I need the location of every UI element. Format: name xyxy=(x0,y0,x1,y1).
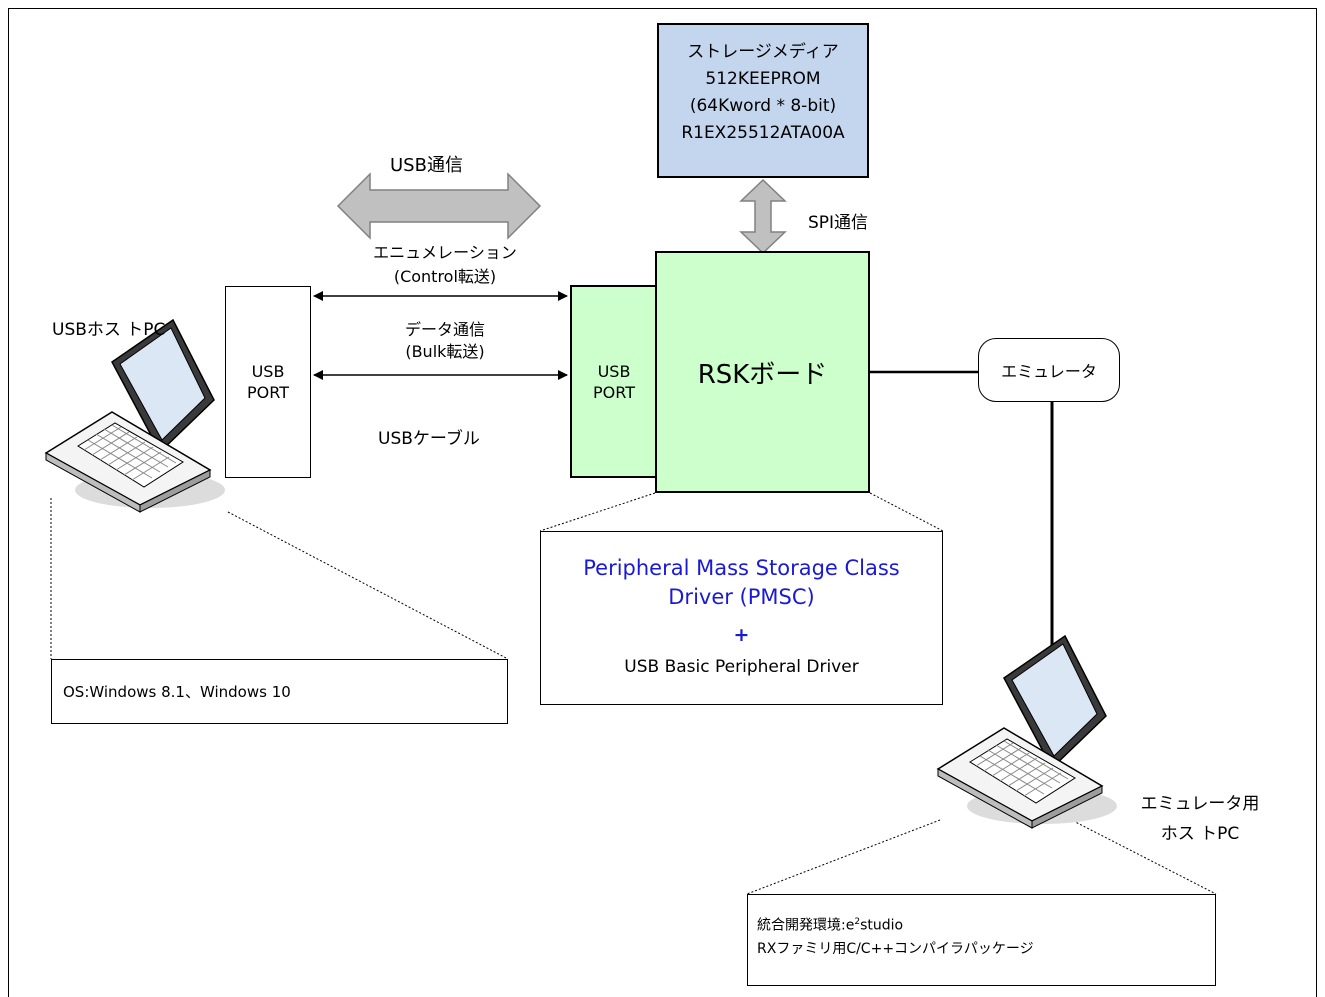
laptop-icon xyxy=(44,318,225,513)
usb-host-pc-label: USBホス トPC xyxy=(52,320,166,340)
ide-compiler-line: RXファミリ用C/C++コンパイラパッケージ xyxy=(757,940,1034,957)
spi-comm-arrow xyxy=(739,178,787,255)
emulator-host-pc-line2: ホス トPC xyxy=(1160,824,1240,844)
storage-organization: (64Kword * 8-bit) xyxy=(689,96,837,116)
usb-comm-label: USB通信 xyxy=(390,155,463,176)
callout-line xyxy=(746,819,941,895)
storage-capacity: 512KEEPROM xyxy=(705,69,821,89)
data-comm-label: データ通信 (Bulk転送) xyxy=(370,319,520,363)
device-usb-port: USB PORT xyxy=(570,285,658,478)
os-info-text: OS:Windows 8.1、Windows 10 xyxy=(63,683,291,701)
enumeration-label: エニュメレーション (Control転送) xyxy=(360,241,530,289)
usb-comm-arrow xyxy=(336,172,542,240)
rsk-board-label: RSKボード xyxy=(697,359,828,390)
callout-line xyxy=(227,511,509,660)
usb-cable-label: USBケーブル xyxy=(378,429,480,449)
storage-part-number: R1EX25512ATA00A xyxy=(681,123,845,143)
ide-info-box: 統合開発環境:e2studio RXファミリ用C/C++コンパイラパッケージ xyxy=(747,894,1216,986)
os-info-box: OS:Windows 8.1、Windows 10 xyxy=(51,659,508,724)
ide-env-line: 統合開発環境:e2studio xyxy=(757,911,1215,938)
host-usb-port-line2: PORT xyxy=(247,383,289,402)
spi-comm-label: SPI通信 xyxy=(808,213,869,233)
emulator-box: エミュレータ xyxy=(978,338,1120,402)
storage-title: ストレージメディア xyxy=(687,42,839,62)
callout-line xyxy=(1047,807,1217,895)
pmsc-line1: Peripheral Mass Storage Class xyxy=(583,556,900,580)
device-usb-port-line1: USB xyxy=(597,361,631,381)
pmsc-driver-box: Peripheral Mass Storage Class Driver (PM… xyxy=(540,531,943,705)
enumeration-transfer: (Control転送) xyxy=(393,267,497,286)
emulator-host-pc-line1: エミュレータ用 xyxy=(1140,794,1260,814)
pmsc-plus: + xyxy=(733,624,750,646)
data-comm-transfer: (Bulk転送) xyxy=(405,342,485,361)
data-comm-title: データ通信 xyxy=(404,320,485,339)
ide-env-suffix: studio xyxy=(860,917,904,934)
laptop-icon xyxy=(936,634,1117,829)
host-usb-port-line1: USB xyxy=(251,362,285,381)
emulator-label: エミュレータ xyxy=(1001,362,1097,381)
callout-line xyxy=(539,492,656,532)
rsk-board: RSKボード xyxy=(655,251,870,493)
host-usb-port: USB PORT xyxy=(225,286,311,478)
ide-env-prefix: 統合開発環境:e xyxy=(757,917,855,934)
diagram-frame xyxy=(8,8,1317,997)
pmsc-line2: Driver (PMSC) xyxy=(668,585,815,609)
basic-driver-name: USB Basic Peripheral Driver xyxy=(624,657,859,677)
pmsc-driver-name: Peripheral Mass Storage Class Driver (PM… xyxy=(541,554,942,612)
storage-media-box: ストレージメディア 512KEEPROM (64Kword * 8-bit) R… xyxy=(657,23,869,178)
device-usb-port-line2: PORT xyxy=(593,382,635,402)
emulator-host-pc-label: エミュレータ用 ホス トPC xyxy=(1115,789,1285,849)
ide-env-sup: 2 xyxy=(854,917,861,927)
enumeration-title: エニュメレーション xyxy=(373,243,517,262)
callout-line xyxy=(869,492,944,532)
